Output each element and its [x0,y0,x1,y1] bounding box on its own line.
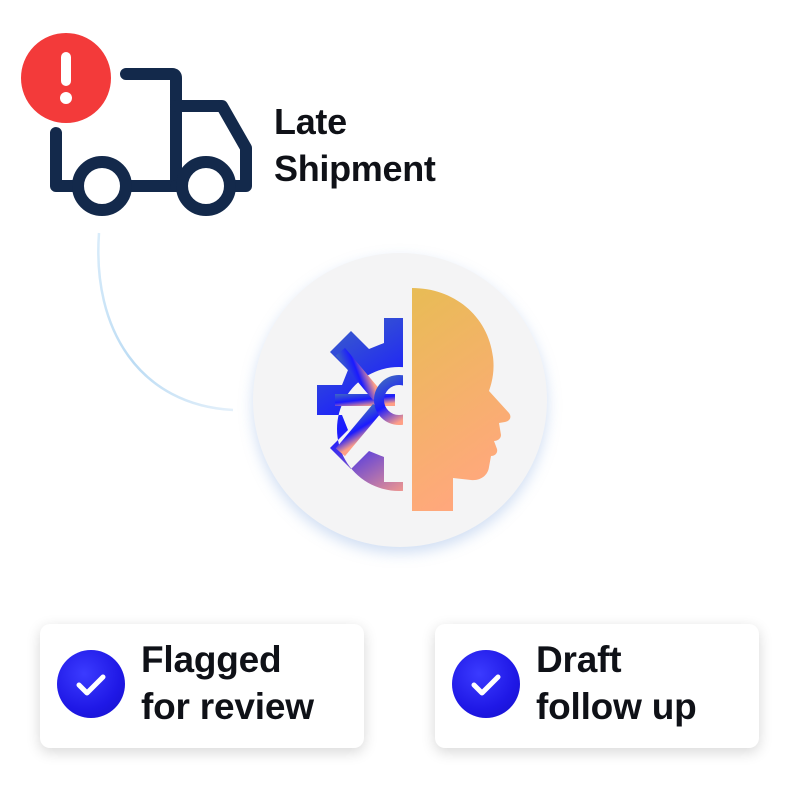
checkmark-icon [76,674,106,696]
event-title-line-2: Shipment [274,148,436,189]
result-label: Draft follow up [536,636,697,730]
alert-badge [16,28,116,128]
truck-icon [14,28,260,218]
event-title-line-1: Late [274,101,347,142]
result-card-draft: Draft follow up [435,624,759,748]
result-card-flagged: Flagged for review [40,624,364,748]
checkmark-badge [57,650,125,718]
event-title: Late Shipment [274,98,436,192]
exclamation-icon [60,52,72,104]
checkmark-icon [471,674,501,696]
result-label-line-1: Draft [536,639,622,680]
result-label: Flagged for review [141,636,314,730]
checkmark-badge [452,650,520,718]
result-label-line-2: follow up [536,686,697,727]
result-label-line-2: for review [141,686,314,727]
gear-head-ai-icon [317,288,511,511]
result-label-line-1: Flagged [141,639,282,680]
ai-processor [253,253,547,547]
